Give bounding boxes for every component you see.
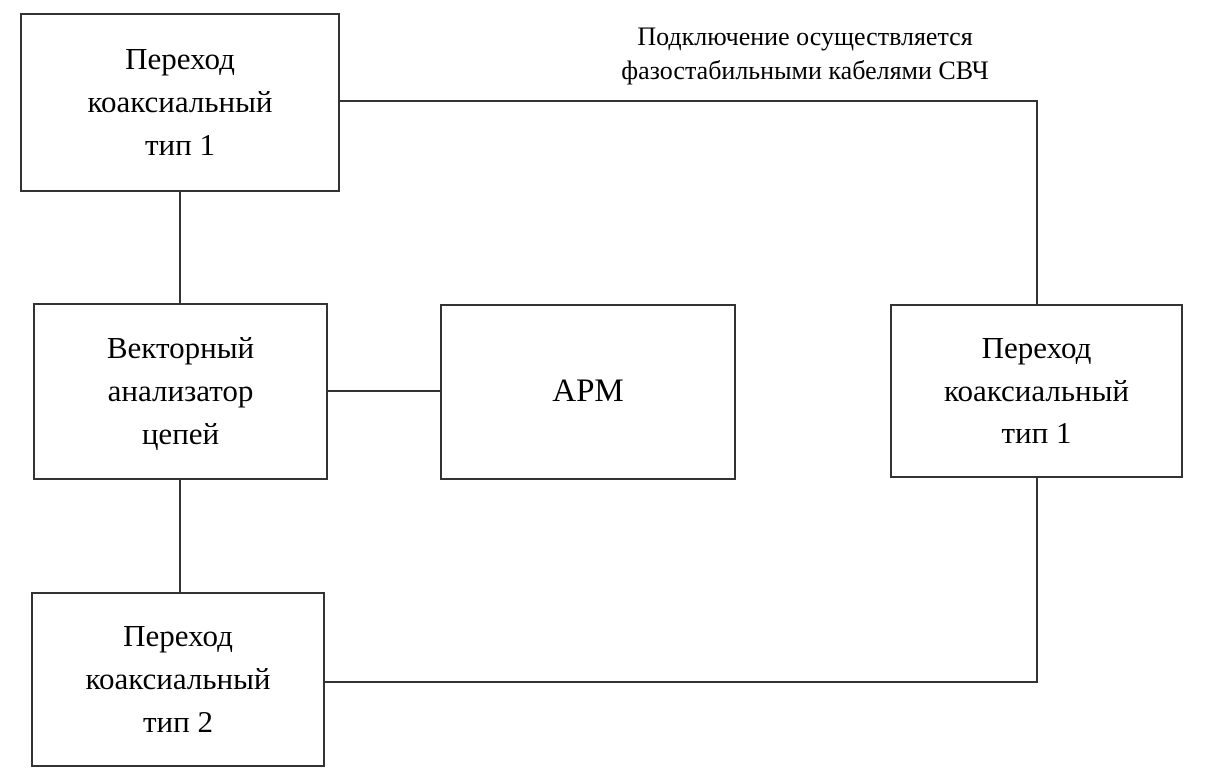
- edge-vna-to-arm: [327, 390, 442, 392]
- edge-vna-to-bottomleft: [179, 479, 181, 594]
- node-vector-network-analyzer: Векторный анализатор цепей: [33, 303, 328, 480]
- edge-topleft-to-right-horizontal: [339, 100, 1038, 102]
- edge-topleft-to-vna: [179, 191, 181, 305]
- node-adapter-type1-top: Переход коаксиальный тип 1: [20, 13, 340, 192]
- node-adapter-type1-right: Переход коаксиальный тип 1: [890, 304, 1183, 478]
- node-adapter-type2-bottom: Переход коаксиальный тип 2: [31, 592, 325, 767]
- node-arm-workstation: АРМ: [440, 304, 736, 480]
- edge-bottomleft-to-right-vertical: [1036, 477, 1038, 683]
- edge-topleft-to-right-vertical: [1036, 100, 1038, 306]
- cable-annotation-text: Подключение осуществляется фазостабильны…: [621, 22, 989, 86]
- edge-bottomleft-to-right-horizontal: [324, 681, 1038, 683]
